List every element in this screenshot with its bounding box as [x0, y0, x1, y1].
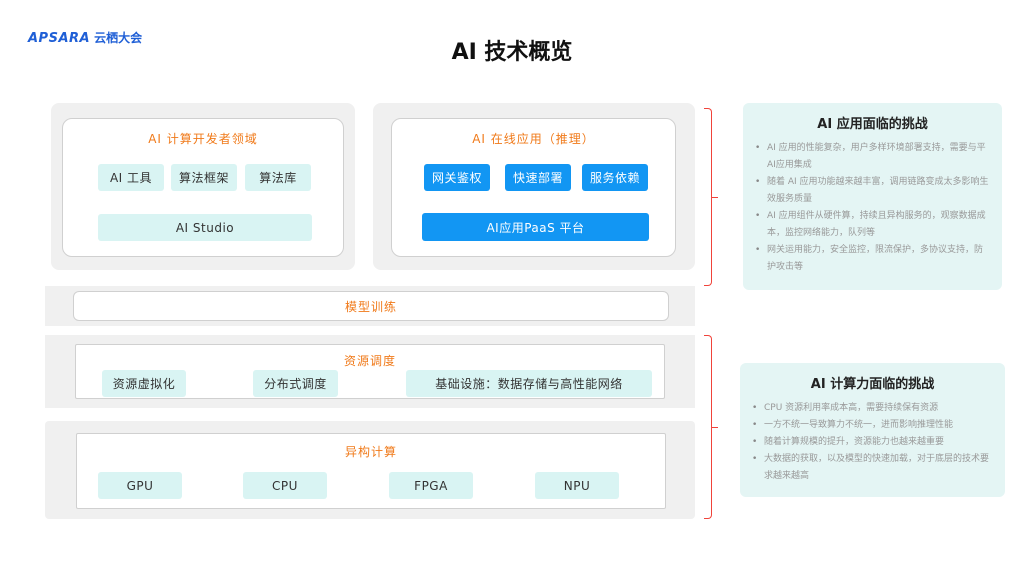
dev-domain-label: AI 计算开发者领域 [148, 132, 258, 146]
chip-algorithm-library: 算法库 [245, 164, 311, 191]
chip-algorithm-framework: 算法框架 [171, 164, 237, 191]
chip-service-dependency: 服务依赖 [582, 164, 648, 191]
chip-gpu: GPU [98, 472, 182, 499]
chip-npu: NPU [535, 472, 619, 499]
app-challenge-item: 网关运用能力，安全监控，限流保护，多协议支持，防护攻击等 [755, 242, 990, 276]
chip-cpu: CPU [243, 472, 327, 499]
chip-infrastructure: 基础设施：数据存储与高性能网络 [406, 370, 652, 397]
compute-challenges-bracket [704, 335, 718, 519]
heterogeneous-box: 异构计算 GPU CPU FPGA NPU [76, 433, 666, 509]
chip-ai-tools: AI 工具 [98, 164, 164, 191]
chip-paas-platform: AI应用PaaS 平台 [422, 213, 649, 241]
chip-ai-studio: AI Studio [98, 214, 312, 241]
page-title: AI 技术概览 [451, 40, 573, 65]
app-challenges-title: AI 应用面临的挑战 [817, 117, 928, 132]
app-challenges-card: AI 应用面临的挑战 AI 应用的性能复杂，用户多样环境部署支持，需要与平AI应… [743, 103, 1002, 290]
chip-fast-deploy: 快速部署 [505, 164, 571, 191]
resource-scheduling-box: 资源调度 资源虚拟化 分布式调度 基础设施：数据存储与高性能网络 [75, 344, 665, 399]
chip-distributed-scheduling: 分布式调度 [253, 370, 338, 397]
app-challenges-bracket [704, 108, 718, 286]
model-training-strip: 模型训练 [73, 291, 669, 321]
compute-challenges-title: AI 计算力面临的挑战 [810, 377, 935, 392]
app-challenge-item: 随着 AI 应用功能越来越丰富，调用链路变成太多影响生效服务质量 [755, 174, 990, 208]
compute-challenge-item: CPU 资源利用率成本高，需要持续保有资源 [752, 400, 993, 417]
resource-scheduling-label: 资源调度 [343, 354, 396, 368]
compute-challenge-item: 随着计算规模的提升，资源能力也越来越重要 [752, 434, 993, 451]
compute-challenge-item: 一方不统一导致算力不统一，进而影响推理性能 [752, 417, 993, 434]
chip-fpga: FPGA [389, 472, 473, 499]
apsara-logo: APSARA 云栖大会 [28, 29, 142, 46]
online-app-label: AI 在线应用（推理） [472, 132, 595, 146]
brand-subtitle: 云栖大会 [94, 31, 143, 45]
heterogeneous-label: 异构计算 [344, 445, 397, 459]
chip-resource-virtualization: 资源虚拟化 [102, 370, 186, 397]
dev-domain-box: AI 计算开发者领域 AI 工具 算法框架 算法库 AI Studio [62, 118, 344, 257]
compute-challenges-card: AI 计算力面临的挑战 CPU 资源利用率成本高，需要持续保有资源 一方不统一导… [740, 363, 1005, 497]
chip-gateway-auth: 网关鉴权 [424, 164, 490, 191]
compute-challenge-item: 大数据的获取，以及模型的快速加载，对于底层的技术要求越来越高 [752, 451, 993, 485]
brand-name: APSARA [28, 31, 91, 46]
app-challenge-item: AI 应用组件从硬件算，持续且异构服务的，观察数据成本，监控网络能力，队列等 [755, 208, 990, 242]
online-app-box: AI 在线应用（推理） 网关鉴权 快速部署 服务依赖 AI应用PaaS 平台 [391, 118, 676, 257]
app-challenge-item: AI 应用的性能复杂，用户多样环境部署支持，需要与平AI应用集成 [755, 140, 990, 174]
